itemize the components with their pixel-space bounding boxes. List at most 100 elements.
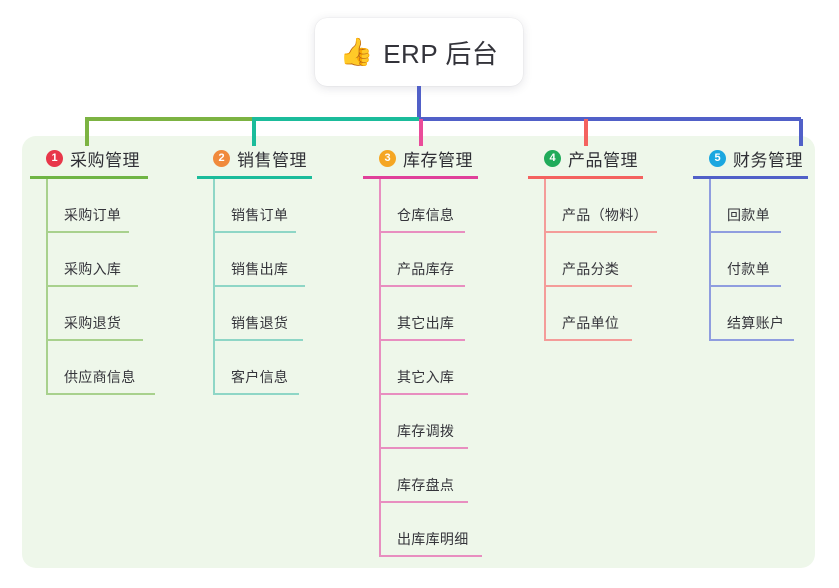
- column-header-purchase[interactable]: 1 采购管理: [30, 146, 190, 170]
- column-purchase: 1 采购管理采购订单采购入库采购退货供应商信息: [30, 146, 190, 395]
- column-title-product: 产品管理: [568, 150, 638, 170]
- leaf-item[interactable]: 仓库信息: [363, 179, 533, 233]
- drop-inventory: [419, 119, 423, 146]
- leaf-item[interactable]: 销售出库: [197, 233, 357, 287]
- leaf-item[interactable]: 产品库存: [363, 233, 533, 287]
- leaf-label: 产品分类: [562, 261, 620, 277]
- badge-number-sales: 2: [213, 149, 230, 167]
- column-header-sales[interactable]: 2 销售管理: [197, 146, 357, 170]
- spine-inventory: [379, 179, 381, 557]
- leaf-item[interactable]: 付款单: [693, 233, 823, 287]
- leaf-label: 产品（物料）: [562, 207, 648, 223]
- column-header-inventory[interactable]: 3 库存管理: [363, 146, 533, 170]
- leaf-item[interactable]: 结算账户: [693, 287, 823, 341]
- leaf-item[interactable]: 产品分类: [528, 233, 703, 287]
- leaf-rule: [46, 393, 155, 395]
- leaf-item[interactable]: 库存盘点: [363, 449, 533, 503]
- bus-teal: [252, 117, 419, 121]
- column-title-inventory: 库存管理: [403, 150, 473, 170]
- leaf-item[interactable]: 客户信息: [197, 341, 357, 395]
- leaf-rule: [709, 339, 794, 341]
- leaf-rule: [379, 285, 465, 287]
- column-finance: 5 财务管理回款单付款单结算账户: [693, 146, 823, 341]
- leaf-rule: [544, 231, 657, 233]
- badge-number-inventory: 3: [379, 149, 396, 167]
- column-rule-sales: [197, 176, 312, 179]
- leaf-rule: [544, 285, 632, 287]
- tree-purchase: 采购订单采购入库采购退货供应商信息: [30, 179, 190, 395]
- root-node[interactable]: 👍 ERP 后台: [315, 18, 523, 86]
- leaf-label: 仓库信息: [397, 207, 455, 223]
- spine-product: [544, 179, 546, 341]
- diagram-panel: [22, 136, 815, 568]
- leaf-rule: [213, 231, 296, 233]
- leaf-rule: [213, 285, 305, 287]
- leaf-item[interactable]: 其它出库: [363, 287, 533, 341]
- leaf-item[interactable]: 库存调拨: [363, 395, 533, 449]
- tree-finance: 回款单付款单结算账户: [693, 179, 823, 341]
- leaf-label: 产品库存: [397, 261, 455, 277]
- leaf-rule: [709, 231, 781, 233]
- bus-blue: [419, 117, 801, 121]
- leaf-label: 出库库明细: [397, 531, 469, 547]
- leaf-label: 其它入库: [397, 369, 455, 385]
- leaf-label: 采购退货: [64, 315, 122, 331]
- leaf-rule: [379, 555, 482, 557]
- badge-number-purchase: 1: [46, 149, 63, 167]
- column-rule-inventory: [363, 176, 478, 179]
- column-inventory: 3 库存管理仓库信息产品库存其它出库其它入库库存调拨库存盘点出库库明细: [363, 146, 533, 557]
- leaf-rule: [379, 447, 468, 449]
- drop-purchase: [85, 119, 89, 146]
- leaf-rule: [46, 231, 129, 233]
- leaf-item[interactable]: 回款单: [693, 179, 823, 233]
- leaf-item[interactable]: 供应商信息: [30, 341, 190, 395]
- leaf-rule: [379, 339, 465, 341]
- leaf-label: 回款单: [727, 207, 770, 223]
- drop-sales: [252, 119, 256, 146]
- leaf-rule: [213, 339, 303, 341]
- column-rule-product: [528, 176, 643, 179]
- root-stem-connector: [417, 86, 421, 119]
- column-title-finance: 财务管理: [733, 150, 803, 170]
- drop-product: [584, 119, 588, 146]
- leaf-item[interactable]: 产品（物料）: [528, 179, 703, 233]
- leaf-label: 产品单位: [562, 315, 620, 331]
- root-title: ERP 后台: [383, 38, 499, 69]
- leaf-rule: [709, 285, 781, 287]
- leaf-rule: [379, 231, 465, 233]
- leaf-label: 客户信息: [231, 369, 289, 385]
- leaf-item[interactable]: 销售订单: [197, 179, 357, 233]
- column-title-purchase: 采购管理: [70, 150, 140, 170]
- spine-purchase: [46, 179, 48, 395]
- leaf-item[interactable]: 产品单位: [528, 287, 703, 341]
- badge-number-finance: 5: [709, 149, 726, 167]
- leaf-label: 库存调拨: [397, 423, 455, 439]
- leaf-rule: [379, 393, 468, 395]
- leaf-label: 采购入库: [64, 261, 122, 277]
- leaf-label: 结算账户: [727, 315, 785, 331]
- leaf-item[interactable]: 采购入库: [30, 233, 190, 287]
- tree-sales: 销售订单销售出库销售退货客户信息: [197, 179, 357, 395]
- leaf-item[interactable]: 采购退货: [30, 287, 190, 341]
- leaf-label: 销售订单: [231, 207, 289, 223]
- leaf-label: 采购订单: [64, 207, 122, 223]
- leaf-item[interactable]: 销售退货: [197, 287, 357, 341]
- column-header-finance[interactable]: 5 财务管理: [693, 146, 823, 170]
- column-sales: 2 销售管理销售订单销售出库销售退货客户信息: [197, 146, 357, 395]
- drop-finance: [799, 119, 803, 146]
- column-title-sales: 销售管理: [237, 150, 307, 170]
- leaf-label: 付款单: [727, 261, 770, 277]
- leaf-item[interactable]: 出库库明细: [363, 503, 533, 557]
- leaf-label: 供应商信息: [64, 369, 136, 385]
- tree-product: 产品（物料） 产品分类产品单位: [528, 179, 703, 341]
- thumbs-up-icon: 👍: [339, 36, 374, 67]
- spine-finance: [709, 179, 711, 341]
- leaf-label: 销售退货: [231, 315, 289, 331]
- column-rule-purchase: [30, 176, 148, 179]
- bus-green: [85, 117, 252, 121]
- leaf-item[interactable]: 其它入库: [363, 341, 533, 395]
- leaf-item[interactable]: 采购订单: [30, 179, 190, 233]
- spine-sales: [213, 179, 215, 395]
